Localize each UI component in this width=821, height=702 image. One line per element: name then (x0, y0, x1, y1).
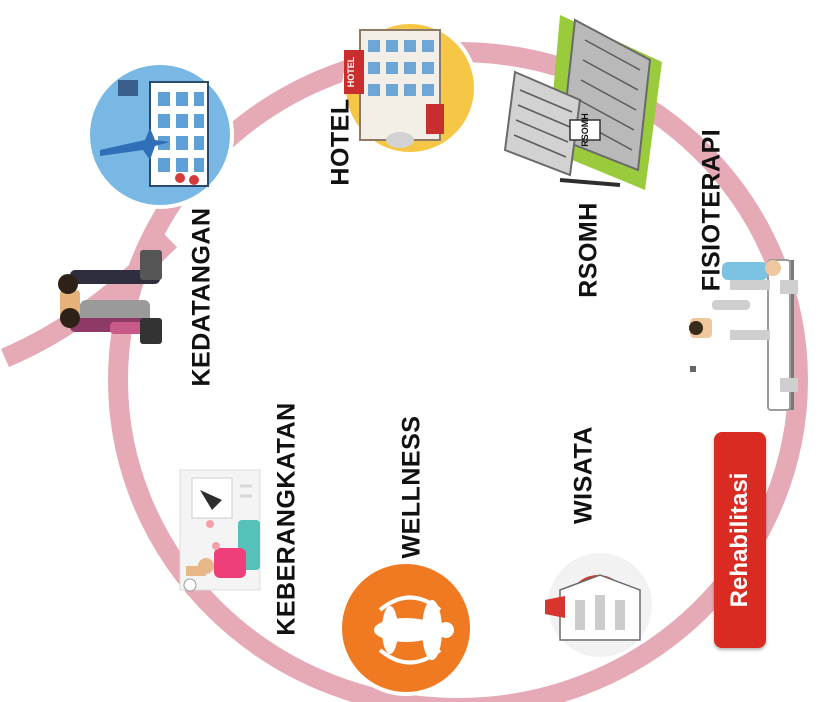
rehabilitasi-badge: Rehabilitasi (714, 432, 766, 648)
travelers-icon (58, 250, 162, 344)
yoga-wellness-icon (338, 560, 474, 696)
stage-label-keberangkatan: KEBERANGKATAN (272, 402, 301, 636)
hotel-icon: HOTEL (342, 20, 478, 156)
departure-airport-icon (179, 469, 261, 592)
building-sign-text: RSOMH (580, 113, 590, 147)
stage-label-rsomh: RSOMH (574, 202, 603, 298)
airport-arrival-icon (86, 61, 234, 209)
stage-label-wisata: WISATA (569, 426, 598, 524)
stage-label-kedatangan: KEDATANGAN (187, 207, 216, 387)
rehabilitasi-badge-label: Rehabilitasi (726, 472, 753, 608)
tourism-landmark-icon (545, 553, 652, 657)
stage-label-wellness: WELLNESS (397, 415, 426, 559)
hotel-sign-text: HOTEL (346, 56, 356, 87)
hospital-building-icon: RSOMH (503, 15, 662, 190)
stage-label-fisioterapi: FISIOTERAPI (697, 128, 726, 292)
physiotherapy-icon (689, 259, 798, 411)
stage-label-hotel: HOTEL (326, 98, 355, 186)
